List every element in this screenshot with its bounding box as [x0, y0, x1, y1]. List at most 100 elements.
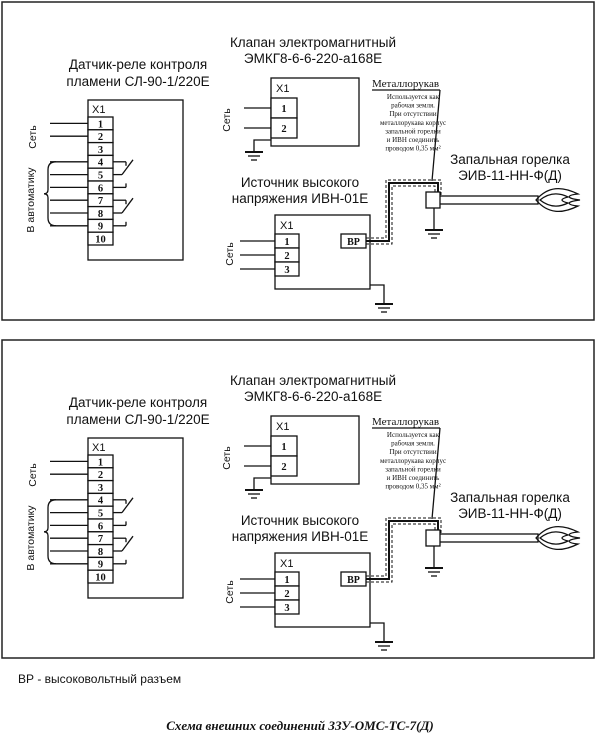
valve-connector-label: X1 — [276, 83, 289, 95]
metal-sleeve-inner — [366, 185, 436, 245]
valve-connector-label: X1 — [276, 421, 289, 433]
diagram-panel-1: Датчик-реле контроля пламени СЛ-90-1/220Е… — [1, 1, 595, 321]
sensor-title: Датчик-реле контроля — [69, 57, 207, 72]
hv-title: Источник высокого — [241, 513, 359, 528]
metal-sleeve-title: Металлорукав — [372, 416, 439, 428]
panel-frame — [1, 339, 595, 659]
sensor-terminal-label-10: 10 — [95, 235, 106, 246]
burner-model: ЭИВ-11-НН-Ф(Д) — [458, 168, 562, 183]
hv-mains-label: Сеть — [224, 580, 236, 604]
sensor-connector-label: X1 — [92, 442, 105, 454]
metal-sleeve-outer — [366, 179, 442, 239]
sensor-terminal-label-5: 5 — [98, 171, 103, 182]
burner-body — [427, 533, 539, 543]
valve-terminal-label-1: 1 — [281, 104, 286, 115]
burner-flame — [535, 188, 581, 212]
valve-mains-label: Сеть — [221, 108, 233, 132]
sensor-automation-label: В автоматику — [25, 167, 37, 233]
burner-flame — [535, 526, 581, 550]
relay-contact-2 — [121, 535, 134, 552]
metal-sleeve-note-line: металлорукава корпус — [380, 457, 446, 465]
metal-sleeve-title: Металлорукав — [372, 78, 439, 90]
sensor-model: пламени СЛ-90-1/220Е — [66, 74, 209, 89]
valve-mains-label: Сеть — [221, 446, 233, 470]
metal-sleeve-inner — [366, 523, 436, 583]
metal-sleeve-note-line: проводом 0,35 мм² — [385, 145, 440, 153]
valve-terminal-label-1: 1 — [281, 442, 286, 453]
relay-contact-2 — [121, 197, 134, 214]
metal-sleeve-note-line: При отсутствии — [389, 448, 436, 456]
hv-bp-label: ВР — [347, 575, 360, 586]
burner-flame-inner — [538, 193, 570, 207]
automation-brace — [43, 161, 57, 227]
sensor-terminal-label-9: 9 — [98, 222, 103, 233]
sensor-terminal-label-3: 3 — [98, 483, 103, 494]
valve-title: Клапан электромагнитный — [230, 373, 396, 388]
sensor-terminal-label-4: 4 — [98, 496, 104, 507]
metal-sleeve-note-line: металлорукава корпус — [380, 119, 446, 127]
sensor-terminal-label-8: 8 — [98, 547, 103, 558]
metal-sleeve-note-line: рабочая земля. — [391, 102, 435, 110]
caption: Схема внешних соединений ЗЗУ-ОМС-ТС-7(Д) — [166, 718, 434, 733]
metal-sleeve-note-line: проводом 0,35 мм² — [385, 483, 440, 491]
hv-mains-label: Сеть — [224, 242, 236, 266]
sensor-title: Датчик-реле контроля — [69, 395, 207, 410]
sensor-terminal-10 — [87, 569, 114, 584]
legend-text: ВР - высоковольтный разъем — [18, 672, 182, 686]
relay-contact-1 — [121, 159, 134, 175]
burner-head — [425, 529, 441, 547]
sensor-connector-label: X1 — [92, 104, 105, 116]
burner-title: Запальная горелка — [450, 152, 570, 167]
burner-flame-inner — [538, 531, 570, 545]
sensor-automation-label: В автоматику — [25, 505, 37, 571]
metal-sleeve-note-line: Используется как — [387, 431, 440, 439]
hv-cable — [366, 182, 439, 242]
sensor-terminal-label-3: 3 — [98, 145, 103, 156]
sensor-terminal-label-4: 4 — [98, 158, 104, 169]
burner-title: Запальная горелка — [450, 490, 570, 505]
valve-terminal-label-2: 2 — [281, 462, 286, 473]
sensor-mains-label: Сеть — [27, 463, 39, 487]
sensor-terminal-label-7: 7 — [98, 196, 103, 207]
hv-bp-label: ВР — [347, 237, 360, 248]
metal-sleeve-outer — [366, 517, 442, 577]
sensor-model: пламени СЛ-90-1/220Е — [66, 412, 209, 427]
sensor-terminal-label-8: 8 — [98, 209, 103, 220]
hv-connector-label: X1 — [280, 220, 293, 232]
burner-model: ЭИВ-11-НН-Ф(Д) — [458, 506, 562, 521]
automation-brace — [43, 499, 57, 565]
sensor-terminal-label-7: 7 — [98, 534, 103, 545]
sensor-terminal-label-5: 5 — [98, 509, 103, 520]
hv-terminal-label-2: 2 — [284, 589, 289, 600]
metal-sleeve-note-line: запальной горелки — [385, 127, 441, 135]
metal-sleeve-note-line: и ИВН соединить — [387, 136, 440, 144]
sensor-terminal-label-2: 2 — [98, 132, 103, 143]
hv-terminal-label-2: 2 — [284, 251, 289, 262]
valve-model: ЭМКГ8-6-6-220-а168Е — [244, 51, 382, 66]
hv-cable — [366, 520, 439, 580]
sensor-terminal-label-2: 2 — [98, 470, 103, 481]
metal-sleeve-note-line: рабочая земля. — [391, 440, 435, 448]
valve-model: ЭМКГ8-6-6-220-а168Е — [244, 389, 382, 404]
valve-terminal-label-2: 2 — [281, 124, 286, 135]
hv-model: напряжения ИВН-01Е — [232, 191, 369, 206]
hv-terminal-label-1: 1 — [284, 575, 289, 586]
burner-body — [427, 195, 539, 205]
metal-sleeve-note-line: запальной горелки — [385, 465, 441, 473]
sensor-terminal-label-1: 1 — [98, 119, 103, 130]
hv-terminal-label-3: 3 — [284, 603, 289, 614]
metal-sleeve-leader — [431, 427, 441, 520]
burner-head — [425, 191, 441, 209]
hv-terminal-label-3: 3 — [284, 265, 289, 276]
sensor-terminal-label-10: 10 — [95, 573, 106, 584]
hv-connector-label: X1 — [280, 558, 293, 570]
panel-frame — [1, 1, 595, 321]
metal-sleeve-note-line: и ИВН соединить — [387, 474, 440, 482]
metal-sleeve-leader — [431, 89, 441, 182]
valve-title: Клапан электромагнитный — [230, 35, 396, 50]
sensor-terminal-10 — [87, 231, 114, 246]
sensor-terminal-label-6: 6 — [98, 521, 103, 532]
diagram-panel-2: Датчик-реле контроля пламени СЛ-90-1/220Е… — [1, 339, 595, 659]
sensor-terminal-label-9: 9 — [98, 560, 103, 571]
